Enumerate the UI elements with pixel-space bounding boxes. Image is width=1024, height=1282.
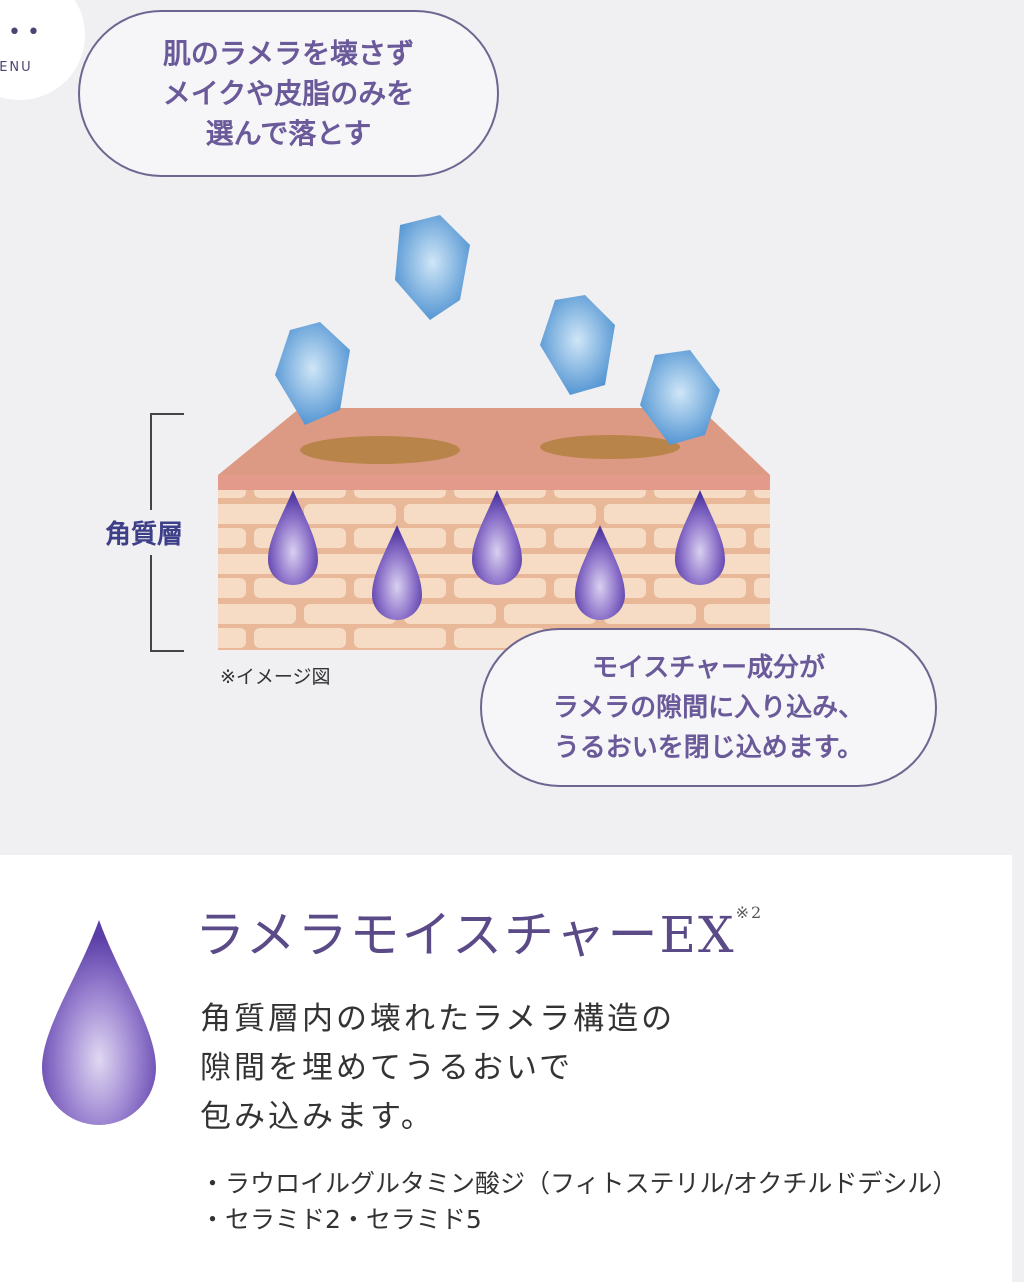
product-panel — [0, 855, 1012, 1282]
callout-line: モイスチャー成分が — [592, 652, 825, 683]
layer-label: 角質層 — [105, 510, 184, 555]
drop-icon — [575, 525, 625, 620]
image-caption: ※イメージ図 — [220, 666, 331, 688]
skin-illustration — [218, 215, 770, 650]
callout-bottom: モイスチャー成分が ラメラの隙間に入り込み、 うるおいを閉じ込めます。 — [480, 628, 937, 787]
callout-line: うるおいを閉じ込めます。 — [553, 732, 864, 763]
cleansing-particles — [275, 215, 720, 445]
drop-icon — [268, 490, 318, 585]
callout-top: 肌のラメラを壊さず メイクや皮脂のみを 選んで落とす — [78, 10, 499, 177]
title-text: ラメラモイスチャーEX — [195, 906, 736, 964]
desc-line: 角質層内の壊れたラメラ構造の — [200, 1001, 676, 1037]
ingredient-item: ・セラミド2・セラミド5 — [200, 1205, 482, 1234]
callout-line: 肌のラメラを壊さず — [162, 36, 415, 70]
drop-icon — [675, 490, 725, 585]
drop-icon — [372, 525, 422, 620]
product-title: ラメラモイスチャーEX※2 — [195, 895, 763, 967]
ingredient-list: ・ラウロイルグルタミン酸ジ（フィトステリル/オクチルドデシル） ・セラミド2・セ… — [200, 1166, 990, 1238]
footnote-mark: ※2 — [735, 903, 764, 922]
callout-line: 選んで落とす — [205, 116, 372, 150]
desc-line: 隙間を埋めてうるおいで — [200, 1050, 574, 1086]
ice-icon — [640, 350, 720, 445]
ingredient-item: ・ラウロイルグルタミン酸ジ（フィトステリル/オクチルドデシル） — [200, 1169, 958, 1198]
menu-dots-icon[interactable]: •• — [8, 20, 46, 45]
drop-icon — [472, 490, 522, 585]
callout-line: メイクや皮脂のみを — [162, 76, 415, 110]
menu-label[interactable]: MENU — [0, 60, 33, 75]
moisture-drops — [268, 490, 725, 620]
ice-icon — [275, 322, 350, 425]
ice-icon — [395, 215, 470, 320]
product-description: 角質層内の壊れたラメラ構造の 隙間を埋めてうるおいで 包み込みます。 — [200, 995, 675, 1142]
desc-line: 包み込みます。 — [200, 1099, 435, 1135]
large-drop-icon — [42, 920, 156, 1125]
callout-line: ラメラの隙間に入り込み、 — [552, 692, 865, 723]
ice-icon — [540, 295, 615, 395]
sebum — [540, 435, 680, 459]
sebum — [300, 436, 460, 464]
